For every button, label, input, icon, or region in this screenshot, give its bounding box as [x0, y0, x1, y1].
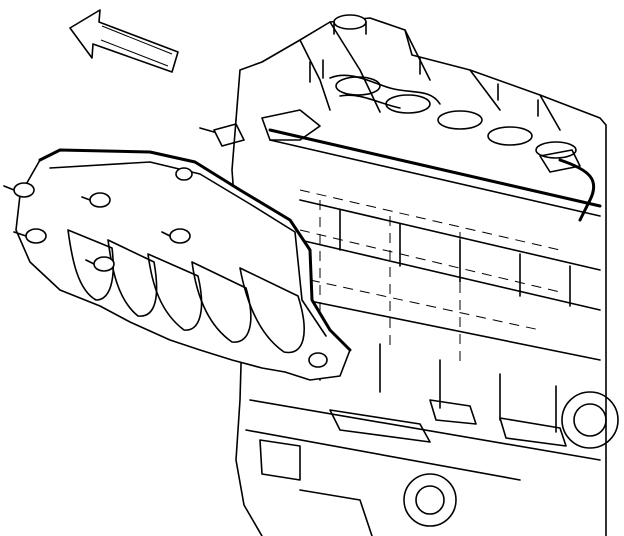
- lower-block-detail: [245, 199, 619, 536]
- direction-arrow-icon: [69, 9, 179, 73]
- manifold-bolt: [13, 167, 328, 368]
- intake-manifold: [3, 148, 352, 381]
- intake-port: [335, 76, 577, 159]
- hidden-lines: [299, 189, 561, 362]
- engine-block: [199, 14, 607, 536]
